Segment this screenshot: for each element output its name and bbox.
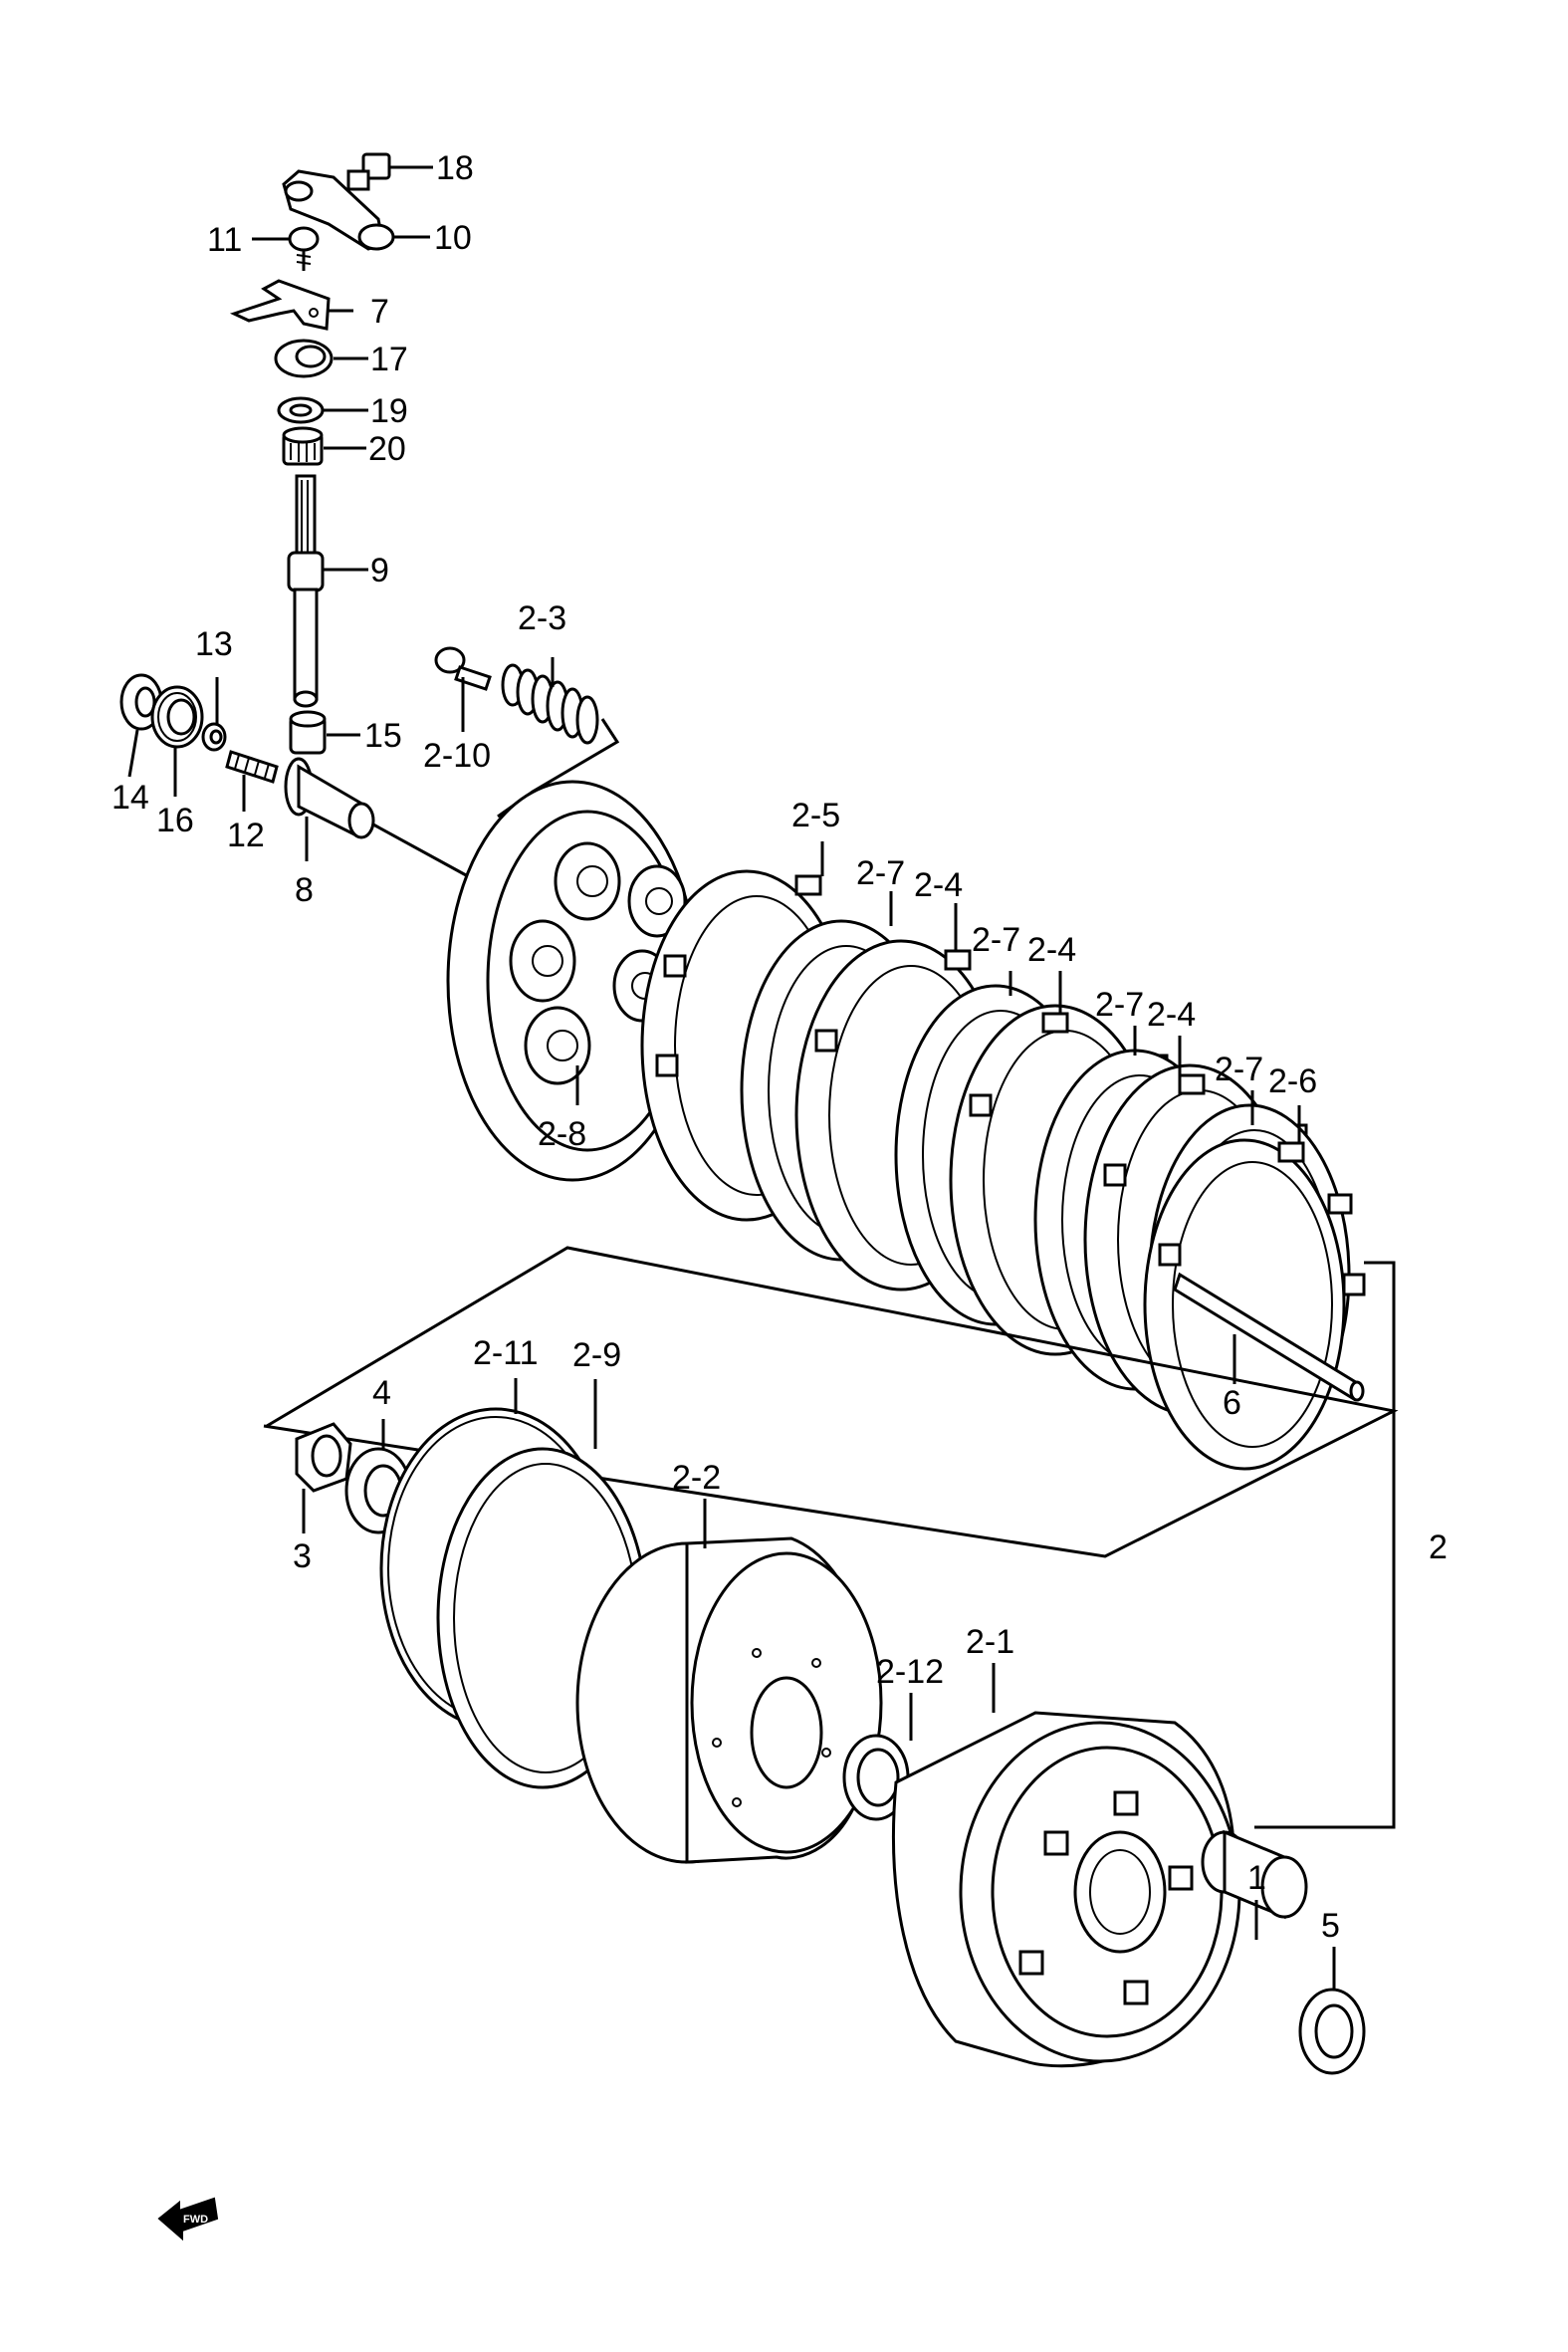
spacer-part-1 <box>1201 1829 1308 1920</box>
release-shaft-part-9 <box>287 474 325 708</box>
label-7: 7 <box>370 293 389 331</box>
assembly-bracket-2 <box>1254 1261 1396 1829</box>
washer-part-2-12 <box>842 1734 910 1821</box>
primary-driven-gear-housing-part-2-1 <box>892 1711 1241 2068</box>
forward-arrow-icon: FWD <box>157 2197 219 2241</box>
label-2-4a: 2-4 <box>914 866 963 904</box>
label-4: 4 <box>372 1374 391 1412</box>
label-2-12: 2-12 <box>876 1653 944 1691</box>
label-2-4c: 2-4 <box>1147 996 1196 1034</box>
nut-part-13 <box>201 722 227 752</box>
label-6: 6 <box>1223 1384 1241 1422</box>
label-18: 18 <box>436 149 474 187</box>
leader-lines <box>127 165 1336 1990</box>
label-2-5: 2-5 <box>791 797 840 834</box>
label-2-7d: 2-7 <box>1215 1051 1263 1088</box>
part-labels: 18 10 11 7 17 19 20 9 13 14 16 12 15 8 2… <box>112 149 1448 1945</box>
push-rod-part-8 <box>284 757 375 839</box>
bolt-part-2-10 <box>434 646 492 691</box>
label-15: 15 <box>364 717 402 755</box>
label-14: 14 <box>112 779 149 817</box>
push-rod-leader <box>372 823 469 878</box>
fwd-badge: FWD <box>183 2214 208 2226</box>
label-5: 5 <box>1321 1907 1340 1945</box>
label-2-1: 2-1 <box>966 1623 1014 1661</box>
label-2-8: 2-8 <box>538 1115 586 1153</box>
label-3: 3 <box>293 1537 312 1575</box>
pressure-plate-part-2-8 <box>446 780 699 1182</box>
bearing-part-16 <box>150 685 204 749</box>
label-17: 17 <box>370 341 408 378</box>
washer-part-5 <box>1298 1988 1366 2075</box>
label-2-2: 2-2 <box>672 1459 721 1497</box>
label-2-7b: 2-7 <box>972 921 1020 959</box>
label-12: 12 <box>227 817 265 854</box>
label-9: 9 <box>370 552 389 589</box>
clutch-sleeve-hub-part-2-2 <box>575 1536 883 1864</box>
oil-seal-part-17 <box>274 339 334 378</box>
label-20: 20 <box>368 430 406 468</box>
spring-part-2-3 <box>501 663 599 745</box>
label-2-3: 2-3 <box>518 599 566 637</box>
friction-plate-part-2-6 <box>1143 1138 1366 1471</box>
label-2-9: 2-9 <box>572 1336 621 1374</box>
label-8: 8 <box>295 871 314 909</box>
label-16: 16 <box>156 802 194 839</box>
label-10: 10 <box>434 219 472 257</box>
label-11: 11 <box>207 221 242 259</box>
rod-part-6 <box>1173 1272 1365 1402</box>
label-2-6: 2-6 <box>1268 1062 1317 1100</box>
nut-part-3 <box>295 1422 352 1493</box>
bolt-part-11 <box>288 226 320 271</box>
screw-part-12 <box>225 750 279 784</box>
bolt-part-18 <box>346 152 391 191</box>
washer-part-19 <box>277 396 325 424</box>
plate-part-7 <box>229 279 331 331</box>
label-2-10: 2-10 <box>423 737 491 775</box>
label-19: 19 <box>370 392 408 430</box>
label-2: 2 <box>1429 1529 1448 1566</box>
bearing-part-15 <box>289 710 327 755</box>
label-13: 13 <box>195 625 233 663</box>
label-2-4b: 2-4 <box>1027 931 1076 969</box>
label-1: 1 <box>1247 1859 1266 1897</box>
label-2-11: 2-11 <box>473 1334 539 1372</box>
label-2-7a: 2-7 <box>856 854 905 892</box>
bearing-part-20 <box>282 426 324 466</box>
release-arm-part-10 <box>282 169 395 251</box>
label-2-7c: 2-7 <box>1095 986 1144 1024</box>
